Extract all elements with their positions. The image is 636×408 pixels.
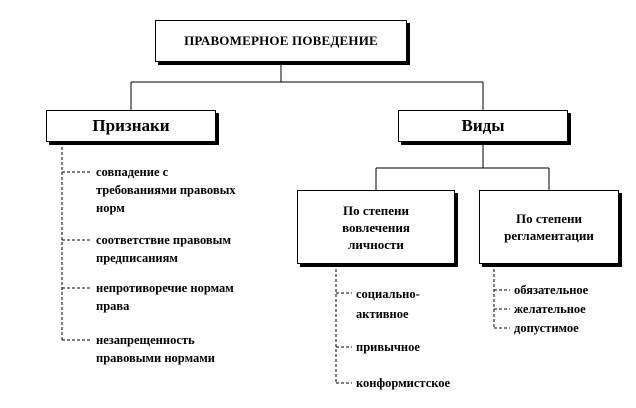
involvement-box: По степени вовлечения личности xyxy=(297,190,455,264)
regulation-label-line: регламентации xyxy=(504,228,594,243)
signs-item-line: непротиворечие нормам xyxy=(96,281,234,295)
involvement-item: конформистское xyxy=(356,374,450,392)
signs-item-line: соответствие правовым xyxy=(96,233,231,247)
involvement-item-line: привычное xyxy=(356,340,420,354)
root-box: ПРАВОМЕРНОЕ ПОВЕДЕНИЕ xyxy=(155,20,407,62)
regulation-item: допустимое xyxy=(514,321,579,335)
involvement-label-line: личности xyxy=(348,236,404,252)
involvement-item: привычное xyxy=(356,338,420,356)
regulation-items: обязательное желательное допустимое xyxy=(514,281,588,338)
signs-item: незапрещенность правовыми нормами xyxy=(96,331,215,367)
types-box: Виды xyxy=(398,110,568,142)
signs-item-line: норм xyxy=(96,201,125,215)
signs-item-line: незапрещенность xyxy=(96,333,195,347)
regulation-item: желательное xyxy=(514,302,586,316)
involvement-item: социально- активное xyxy=(356,284,420,324)
signs-item: соответствие правовым предписаниям xyxy=(96,231,231,267)
types-label: Виды xyxy=(461,116,505,135)
regulation-label-line: По степени xyxy=(515,211,582,226)
signs-item: совпадение с требованиями правовых норм xyxy=(96,163,236,217)
signs-item-line: предписаниям xyxy=(96,251,178,265)
regulation-box: По степени регламентации xyxy=(479,190,619,264)
signs-item-line: правовыми нормами xyxy=(96,351,215,365)
signs-label: Признаки xyxy=(92,116,170,135)
involvement-label-line: вовлечения xyxy=(342,219,410,235)
involvement-item-line: социально- xyxy=(356,287,420,301)
signs-item-line: права xyxy=(96,299,130,313)
regulation-item: обязательное xyxy=(514,283,589,297)
root-label: ПРАВОМЕРНОЕ ПОВЕДЕНИЕ xyxy=(184,33,378,48)
involvement-label-line: По степени xyxy=(342,202,410,218)
signs-box: Признаки xyxy=(46,110,216,142)
signs-item-line: требованиями правовых xyxy=(96,183,236,197)
signs-item: непротиворечие нормам права xyxy=(96,279,234,315)
involvement-item-line: конформистское xyxy=(356,376,451,390)
signs-item-line: совпадение с xyxy=(96,165,169,179)
involvement-item-line: активное xyxy=(356,307,409,321)
